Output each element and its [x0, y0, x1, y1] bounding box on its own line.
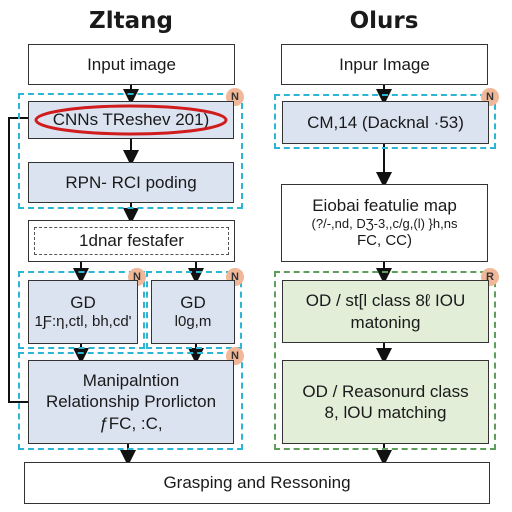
- right-global-line1: Eiobai featulie map: [312, 195, 457, 215]
- right-od2-box: OD / Reasonurd class 8, lOU matching: [282, 360, 489, 444]
- right-backbone-label: CM,14 (Dacknal ·53): [307, 112, 464, 132]
- right-backbone-group: [274, 94, 496, 149]
- left-manip-line3: ƒFC, :C,: [99, 413, 163, 433]
- right-input-label: Inpur Image: [339, 54, 430, 74]
- left-column-title: Zltang: [89, 8, 173, 34]
- left-gd1-sub: 1Ƒ:η,ctl, bh,cd': [34, 313, 132, 331]
- left-gd2-group: [146, 271, 242, 349]
- right-global-feature-box: Eiobai featulie map (?/-,nd, DƷ-3,,c/g,(…: [281, 184, 488, 262]
- right-input-image-box: Inpur Image: [281, 44, 488, 85]
- right-global-line2: (?/-,nd, DƷ-3,,c/g,(l) }h,ns: [311, 216, 458, 232]
- right-od1-line2: matoning: [350, 312, 421, 332]
- left-gd1-title: GD: [70, 293, 96, 312]
- left-input-image-box: Input image: [28, 44, 235, 85]
- left-feature-box: 1dnar festafer: [28, 220, 235, 262]
- right-od2-line1: OD / Reasonurd class: [302, 381, 469, 401]
- left-backbone-group: [18, 93, 243, 209]
- right-od2-line2: 8, lOU matching: [324, 403, 447, 422]
- grasping-reasoning-label: Grasping and Ressoning: [163, 473, 351, 493]
- left-rpn-box: RPN- RCI poding: [28, 162, 234, 203]
- highlight-ellipse: [34, 104, 228, 136]
- left-gd1-box: GD 1Ƒ:η,ctl, bh,cd': [28, 280, 138, 344]
- left-gd1-group: [18, 271, 145, 349]
- left-backbone-box: CNNs TReshev 201): [28, 101, 234, 139]
- left-gd2-box: GD l0g,m: [151, 280, 235, 344]
- left-manip-line2: Relationship Prorlicton: [45, 392, 217, 412]
- left-feature-inner: 1dnar festafer: [34, 227, 229, 255]
- right-reasoning-group: [274, 271, 496, 450]
- right-od1-box: OD / st[l class 8ℓ IOU matoning: [282, 280, 489, 343]
- right-backbone-box: CM,14 (Dacknal ·53): [282, 101, 489, 144]
- grasping-reasoning-box: Grasping and Ressoning: [24, 462, 490, 504]
- left-manip-line1: Manipalntion: [82, 371, 180, 391]
- right-column-title: Olurs: [349, 8, 419, 34]
- left-gd2-title: GD: [180, 293, 206, 312]
- left-rpn-label: RPN- RCI poding: [65, 172, 197, 192]
- left-manip-group: [18, 352, 243, 450]
- left-input-label: Input image: [87, 54, 176, 74]
- left-feature-label: 1dnar festafer: [79, 231, 184, 251]
- right-od1-line1: OD / st[l class 8ℓ IOU: [305, 291, 466, 311]
- left-backbone-label: CNNs TReshev 201): [52, 110, 210, 130]
- left-manip-box: Manipalntion Relationship Prorlicton ƒFC…: [28, 360, 234, 444]
- left-gd2-sub: l0g,m: [174, 313, 212, 331]
- right-global-line3: FC, CC): [357, 232, 412, 250]
